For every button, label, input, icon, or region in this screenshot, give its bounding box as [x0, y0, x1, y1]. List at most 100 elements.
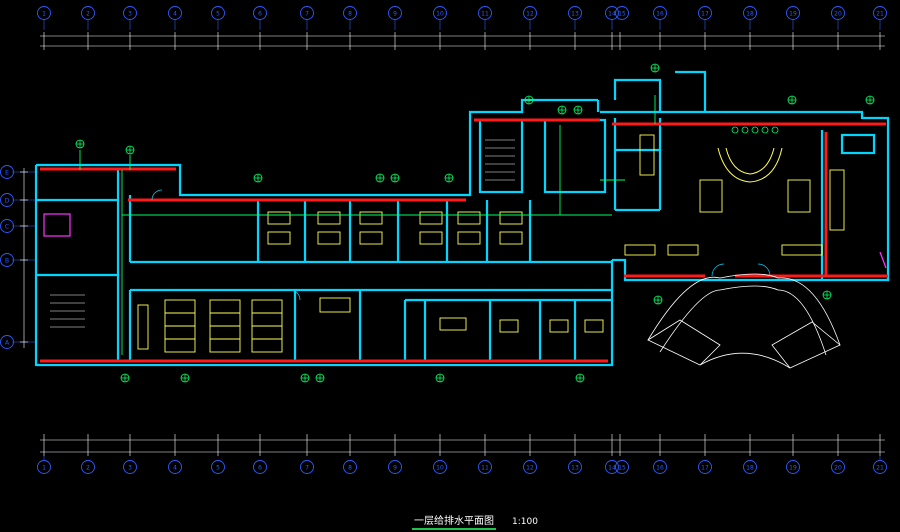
- grid-bubble-bottom-12-label: 12: [526, 465, 534, 472]
- grid-bubble-bottom-5-circle: [211, 460, 225, 474]
- grid-bubble-top-16-circle: [653, 6, 667, 20]
- grid-bubble-bottom-10-label: 10: [436, 465, 444, 472]
- grid-bubble-top-1-circle: [37, 6, 51, 20]
- grid-bubble-top-9-label: 9: [393, 11, 397, 18]
- grid-bubble-bottom-10-circle: [433, 460, 447, 474]
- grid-bubble-bottom-17-label: 17: [701, 465, 709, 472]
- grid-bubble-top-7-circle: [300, 6, 314, 20]
- grid-bubble-bottom-13-label: 13: [571, 465, 579, 472]
- grid-bubble-top-16-label: 16: [656, 11, 664, 18]
- grid-bubble-top-1-label: 1: [42, 11, 46, 18]
- grid-bubble-top-17-label: 17: [701, 11, 709, 18]
- grid-bubble-bottom-1-label: 1: [42, 465, 46, 472]
- grid-bubble-top-20-label: 20: [834, 11, 842, 18]
- grid-bubble-left-4-label: B: [5, 258, 9, 265]
- grid-bubble-bottom-14-circle: [605, 460, 619, 474]
- grid-bubble-bottom-4-circle: [168, 460, 182, 474]
- grid-bubble-top-15-label: 15: [618, 11, 626, 18]
- grid-bubble-bottom-18-circle: [743, 460, 757, 474]
- grid-bubble-bottom-3-label: 3: [128, 465, 132, 472]
- grid-bubble-top-12-label: 12: [526, 11, 534, 18]
- grid-bubble-top-10-circle: [433, 6, 447, 20]
- grid-bubble-bottom-18-label: 18: [746, 465, 754, 472]
- grid-bubble-bottom-2-circle: [81, 460, 95, 474]
- grid-bubble-bottom-19-circle: [786, 460, 800, 474]
- grid-bubble-top-2-circle: [81, 6, 95, 20]
- grid-bubble-top-3-label: 3: [128, 11, 132, 18]
- grid-bubble-top-8-label: 8: [348, 11, 352, 18]
- door-swings: [151, 189, 771, 301]
- grid-bubble-top-7-label: 7: [305, 11, 309, 18]
- grid-bubble-bottom-7-label: 7: [305, 465, 309, 472]
- grid-bubble-bottom-20-label: 20: [834, 465, 842, 472]
- grid-bubble-left-1-circle: [0, 165, 14, 179]
- grid-bubble-top-3-circle: [123, 6, 137, 20]
- grid-bubble-bottom-15-label: 15: [618, 465, 626, 472]
- grid-bubble-left-3-circle: [0, 219, 14, 233]
- grid-bubble-bottom-15-circle: [615, 460, 629, 474]
- grid-bubble-top-6-circle: [253, 6, 267, 20]
- grid-bubble-bottom-5-label: 5: [216, 465, 220, 472]
- grid-bubble-bottom-17-circle: [698, 460, 712, 474]
- drawing-scale: 1:100: [512, 517, 538, 527]
- grid-bubble-left-5-circle: [0, 335, 14, 349]
- grid-bubble-top-9-circle: [388, 6, 402, 20]
- reception-desk: [717, 147, 783, 183]
- grid-bubble-top-17-circle: [698, 6, 712, 20]
- grid-bubble-bottom-1-circle: [37, 460, 51, 474]
- bottom-dimension-line: [40, 439, 885, 453]
- grid-bubble-top-5-circle: [211, 6, 225, 20]
- grid-bubble-top-21-circle: [873, 6, 887, 20]
- grid-bubble-left-2-label: D: [5, 198, 10, 205]
- grid-bubble-top-4-circle: [168, 6, 182, 20]
- drawing-caption: 一层给排水平面图 1:100: [412, 512, 538, 530]
- grid-bubble-bottom-6-circle: [253, 460, 267, 474]
- grid-bubble-top-15-circle: [615, 6, 629, 20]
- grid-bubble-left-3-label: C: [5, 224, 9, 231]
- grid-bubble-left-2-circle: [0, 193, 14, 207]
- building-walls: [34, 70, 890, 367]
- grid-bubble-bottom-16-label: 16: [656, 465, 664, 472]
- grid-bubble-bottom-6-label: 6: [258, 465, 262, 472]
- grid-bubble-bottom-3-circle: [123, 460, 137, 474]
- grid-bubble-top-12-circle: [523, 6, 537, 20]
- magenta-fixtures: [43, 213, 887, 269]
- grid-bubble-top-11-circle: [478, 6, 492, 20]
- entrance-canopy: [647, 273, 841, 369]
- grid-bubble-bottom-12-circle: [523, 460, 537, 474]
- grid-bubble-bottom-13-circle: [568, 460, 582, 474]
- grid-bubble-top-10-label: 10: [436, 11, 444, 18]
- grid-bubble-bottom-7-circle: [300, 460, 314, 474]
- grid-bubble-top-11-label: 11: [481, 11, 489, 18]
- grid-bubble-bottom-21-circle: [873, 460, 887, 474]
- grid-bubble-bottom-8-circle: [343, 460, 357, 474]
- drawing-title: 一层给排水平面图: [412, 512, 496, 530]
- stairs: [50, 139, 515, 328]
- grid-bubble-top-21-label: 21: [876, 11, 884, 18]
- furniture: [137, 134, 845, 353]
- left-dimension-line: [20, 168, 28, 348]
- grid-bubble-bottom-21-label: 21: [876, 465, 884, 472]
- top-dimension-ticks: [43, 32, 881, 50]
- grid-bubble-top-18-label: 18: [746, 11, 754, 18]
- grid-bubble-left-4-circle: [0, 253, 14, 267]
- grid-bubble-bottom-11-label: 11: [481, 465, 489, 472]
- lobby-plants: [731, 126, 779, 134]
- grid-bubble-bottom-14-label: 14: [608, 465, 616, 472]
- grid-bubble-bottom-8-label: 8: [348, 465, 352, 472]
- grid-bubble-bottom-9-label: 9: [393, 465, 397, 472]
- grid-bubble-top-5-label: 5: [216, 11, 220, 18]
- grid-bubble-top-19-circle: [786, 6, 800, 20]
- grid-bubble-bottom-16-circle: [653, 460, 667, 474]
- grid-bubble-top-13-circle: [568, 6, 582, 20]
- water-pipes: [79, 95, 656, 355]
- grid-bubble-bottom-11-circle: [478, 460, 492, 474]
- pipe-riser-symbols: [75, 63, 875, 383]
- grid-bubble-top-8-circle: [343, 6, 357, 20]
- grid-bubble-top-6-label: 6: [258, 11, 262, 18]
- top-dimension-line: [40, 35, 885, 47]
- grid-bubble-top-20-circle: [831, 6, 845, 20]
- grid-bubble-top-4-label: 4: [173, 11, 177, 18]
